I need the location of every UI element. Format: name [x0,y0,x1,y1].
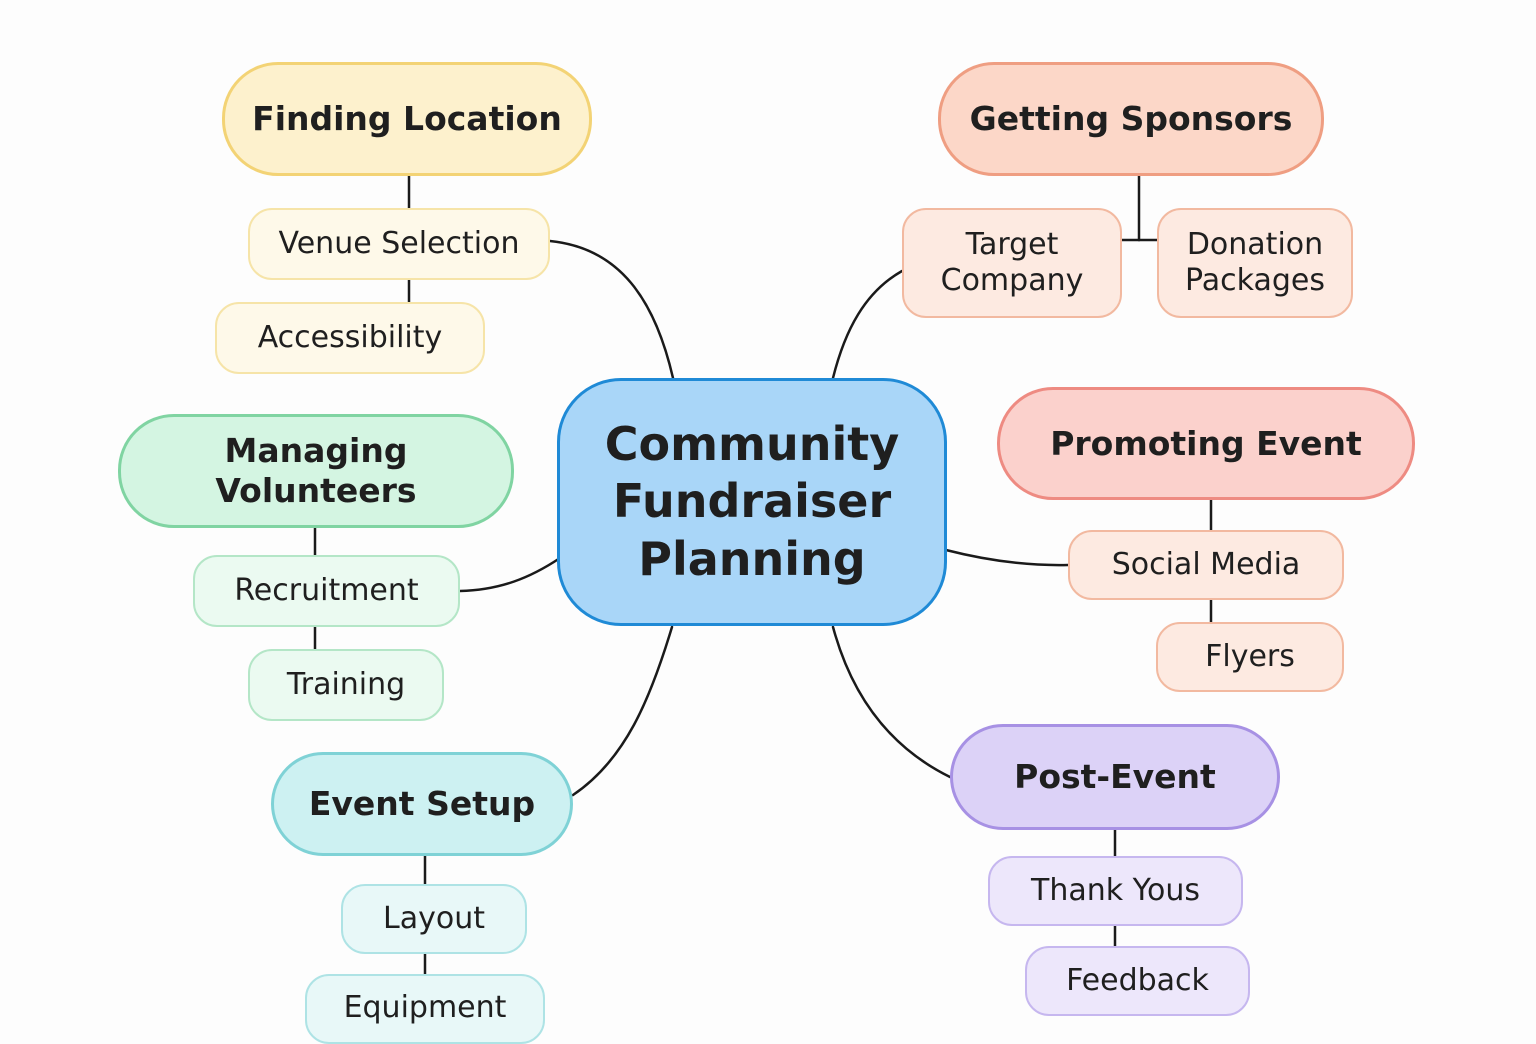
node-target-company-line-1: Target [965,227,1059,262]
node-layout-label: Layout [383,901,485,936]
node-donation-packages-line-2: Packages [1185,263,1325,298]
node-promoting-event[interactable]: Promoting Event [997,387,1415,500]
node-getting-sponsors[interactable]: Getting Sponsors [938,62,1324,176]
node-equipment-label: Equipment [343,990,507,1025]
node-flyers-label: Flyers [1205,639,1295,674]
node-donation-packages-line-1: Donation [1186,227,1324,262]
node-feedback[interactable]: Feedback [1025,946,1250,1016]
center-node[interactable]: Community Fundraiser Planning [557,378,947,626]
node-target-company-line-2: Company [940,263,1084,298]
connector-center-postevent [831,625,952,779]
node-flyers[interactable]: Flyers [1156,622,1344,692]
connector-center-eventsetup [571,625,674,797]
node-managing-volunteers-label: Managing Volunteers [215,431,417,510]
node-accessibility-label: Accessibility [257,320,443,355]
node-equipment[interactable]: Equipment [305,974,545,1044]
node-feedback-label: Feedback [1066,963,1209,998]
node-accessibility[interactable]: Accessibility [215,302,485,374]
node-training-label: Training [286,667,406,702]
node-thank-yous-label: Thank Yous [1031,873,1200,908]
node-training[interactable]: Training [248,649,444,721]
node-finding-location-label: Finding Location [252,99,562,139]
node-getting-sponsors-label: Getting Sponsors [969,99,1293,139]
node-venue-selection[interactable]: Venue Selection [248,208,550,280]
node-target-company[interactable]: Target Company [902,208,1122,318]
node-donation-packages[interactable]: Donation Packages [1157,208,1353,318]
connector-center-target [831,269,904,380]
connector-center-venue [548,239,675,380]
node-post-event-label: Post-Event [1014,757,1216,797]
center-title-line-1: Community [604,416,900,471]
node-managing-volunteers[interactable]: Managing Volunteers [118,414,514,528]
connector-center-social [944,548,1070,567]
connector-center-recruitment [458,556,562,593]
node-social-media-label: Social Media [1111,547,1301,582]
node-venue-selection-label: Venue Selection [278,226,520,261]
node-recruitment-label: Recruitment [234,573,419,608]
node-promoting-event-label: Promoting Event [1050,423,1362,463]
node-event-setup[interactable]: Event Setup [271,752,573,856]
node-layout[interactable]: Layout [341,884,527,954]
node-thank-yous[interactable]: Thank Yous [988,856,1243,926]
center-title-line-2: Fundraiser [612,474,892,529]
node-finding-location[interactable]: Finding Location [222,62,592,176]
node-post-event[interactable]: Post-Event [950,724,1280,830]
node-event-setup-label: Event Setup [308,784,536,824]
center-title-line-3: Planning [638,531,866,586]
node-social-media[interactable]: Social Media [1068,530,1344,600]
node-recruitment[interactable]: Recruitment [193,555,460,627]
